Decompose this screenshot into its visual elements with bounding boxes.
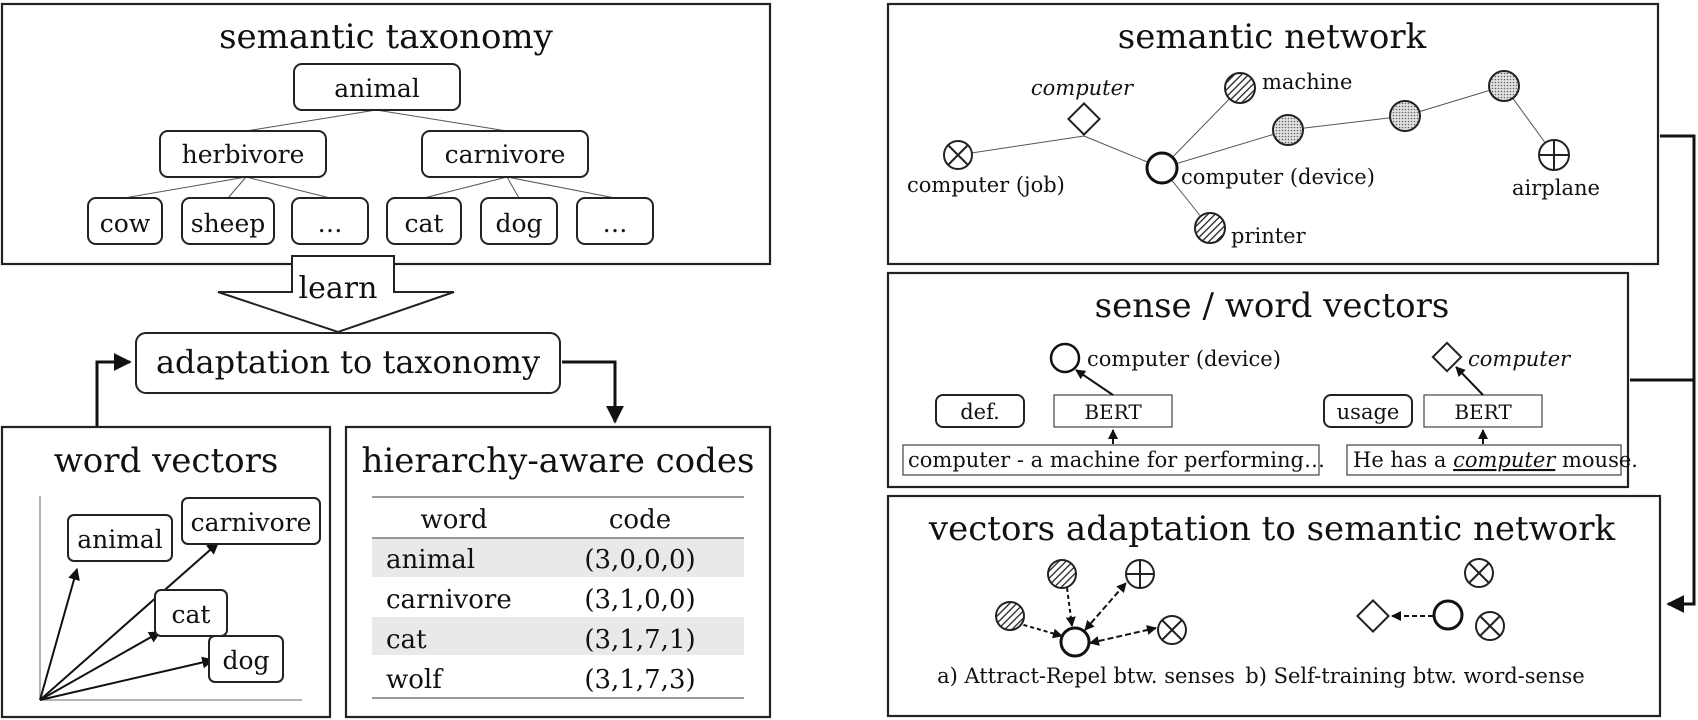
def-label: def. — [960, 400, 1000, 424]
vector-label-animal: animal — [77, 525, 163, 554]
sense-word-diamond — [1431, 341, 1463, 373]
network-label-machine: machine — [1262, 70, 1352, 94]
definition-text: computer - a machine for performing… — [908, 448, 1325, 472]
codes-header-word: word — [421, 505, 488, 535]
sense-word-label: computer — [1468, 347, 1572, 371]
self-training-graph — [1356, 558, 1505, 641]
word-vectors-panel: word vectors animal carnivore cat dog — [0, 425, 332, 719]
taxonomy-leaf-dog: dog — [495, 209, 542, 238]
codes-header-code: code — [609, 505, 671, 535]
taxonomy-carnivore: carnivore — [445, 140, 566, 169]
right-connector — [1630, 134, 1696, 613]
node-airplane — [1538, 139, 1570, 171]
codes-row-3-word: cat — [386, 625, 427, 655]
taxonomy-root-animal: animal — [334, 74, 420, 103]
vectors-adaptation-panel: vectors adaptation to semantic network — [886, 494, 1662, 718]
self-train-circle — [1432, 599, 1464, 631]
adaptation-to-taxonomy-label: adaptation to taxonomy — [156, 343, 540, 381]
word-vectors-title: word vectors — [54, 441, 279, 481]
usage-label: usage — [1337, 400, 1400, 424]
adaptation-to-taxonomy: adaptation to taxonomy — [95, 332, 624, 426]
taxonomy-panel: semantic taxonomy animal herbivore carni… — [0, 2, 772, 266]
network-label-airplane: airplane — [1512, 176, 1600, 200]
network-label-computer-device: computer (device) — [1181, 165, 1375, 189]
vector-label-cat: cat — [172, 600, 211, 629]
self-train-cross-2 — [1475, 611, 1505, 641]
usage-before: He has a — [1353, 448, 1453, 472]
sense-word-vectors-panel: sense / word vectors computer (device) c… — [886, 271, 1638, 489]
self-train-cross-1 — [1464, 558, 1494, 588]
taxonomy-herbivore: herbivore — [182, 140, 305, 169]
vector-label-carnivore: carnivore — [191, 508, 312, 537]
node-dotted-3 — [1488, 70, 1520, 102]
bert-box-1: BERT — [1084, 400, 1142, 424]
codes-row-4-code: (3,1,7,3) — [584, 665, 695, 695]
network-label-computer-job: computer (job) — [907, 173, 1065, 197]
codes-row-1-word: animal — [386, 545, 475, 575]
codes-row-2-code: (3,1,0,0) — [584, 585, 695, 615]
attract-repel-graph — [995, 559, 1187, 658]
adapt-center-circle — [1059, 626, 1091, 658]
node-machine — [1224, 72, 1256, 104]
codes-row-3-code: (3,1,7,1) — [584, 625, 695, 655]
learn-label: learn — [299, 271, 378, 306]
usage-after: mouse. — [1555, 448, 1638, 472]
sense-device-circle — [1049, 342, 1081, 374]
taxonomy-leaf-sheep: sheep — [191, 209, 266, 238]
caption-self-training: b) Self-training btw. word-sense — [1245, 664, 1584, 688]
learn-arrow: learn — [217, 255, 455, 334]
vectors-adaptation-title: vectors adaptation to semantic network — [928, 509, 1616, 549]
self-train-diamond — [1356, 599, 1390, 633]
adapt-hatched-2 — [995, 601, 1025, 631]
taxonomy-leaf-cow: cow — [100, 209, 151, 238]
codes-title: hierarchy-aware codes — [362, 441, 755, 481]
caption-attract-repel: a) Attract-Repel btw. senses — [937, 664, 1235, 688]
codes-row-2-word: carnivore — [386, 585, 512, 615]
adapt-hatched-1 — [1047, 559, 1077, 589]
usage-word: computer — [1453, 448, 1557, 472]
node-computer-job — [943, 140, 973, 170]
network-label-printer: printer — [1231, 224, 1307, 248]
node-dotted-2 — [1389, 100, 1421, 132]
network-title: semantic network — [1118, 17, 1427, 57]
node-computer-word — [1067, 102, 1101, 136]
node-printer — [1194, 212, 1226, 244]
bert-box-2: BERT — [1454, 400, 1512, 424]
taxonomy-title: semantic taxonomy — [219, 17, 554, 57]
node-computer-device — [1145, 151, 1179, 185]
usage-sentence: He has a computer mouse. — [1353, 448, 1638, 472]
adapt-plus-node — [1125, 559, 1155, 589]
codes-row-1-code: (3,0,0,0) — [584, 545, 695, 575]
adapt-cross-node — [1157, 615, 1187, 645]
taxonomy-leaf-ellipsis-2: … — [603, 209, 628, 238]
taxonomy-leaf-ellipsis-1: … — [318, 209, 343, 238]
sense-device-label: computer (device) — [1087, 347, 1281, 371]
network-label-computer: computer — [1031, 76, 1135, 100]
taxonomy-leaf-cat: cat — [405, 209, 444, 238]
codes-panel: hierarchy-aware codes word code animal (… — [344, 425, 772, 719]
semantic-network-panel: semantic network computer — [886, 2, 1660, 266]
codes-row-4-word: wolf — [386, 665, 444, 695]
sense-vectors-title: sense / word vectors — [1095, 286, 1450, 326]
vector-label-dog: dog — [222, 646, 269, 675]
node-dotted-1 — [1272, 114, 1304, 146]
